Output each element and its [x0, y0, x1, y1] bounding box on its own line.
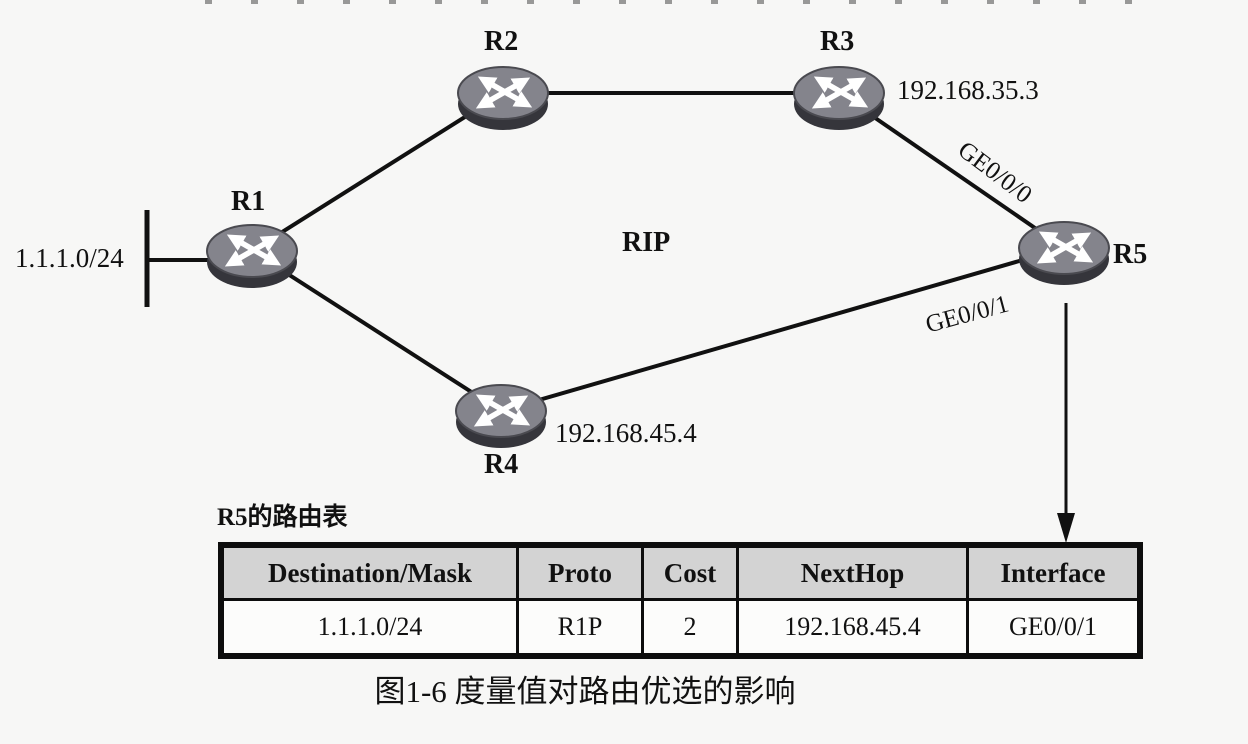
col-header-destination-mask: Destination/Mask: [220, 544, 519, 601]
col-header-interface: Interface: [966, 544, 1141, 601]
router-icon: [1018, 221, 1110, 285]
router-r4: [453, 375, 549, 453]
router-icon: [793, 66, 885, 130]
col-header-proto: Proto: [516, 544, 644, 601]
stub-network-label: 1.1.1.0/24: [15, 243, 124, 273]
routing-table-header-row: Destination/Mask Proto Cost NextHop Inte…: [220, 544, 1141, 601]
col-header-nexthop: NextHop: [736, 544, 969, 601]
arrow-down-connector: [1057, 303, 1075, 543]
link-r3-r5: [837, 91, 1066, 250]
ip-label-r3: 192.168.35.3: [897, 75, 1039, 105]
router-label-r5: R5: [1113, 239, 1148, 270]
router-icon: [455, 384, 547, 448]
link-r1-r2: [250, 91, 505, 253]
routing-table-title: R5的路由表: [217, 504, 348, 531]
scan-edge-artifact: [205, 0, 1135, 4]
router-r5: [1016, 212, 1112, 290]
router-icon: [206, 224, 298, 288]
router-icon: [457, 66, 549, 130]
routing-table: Destination/Mask Proto Cost NextHop Inte…: [218, 542, 1143, 659]
cell-interface: GE0/0/1: [966, 598, 1141, 657]
ip-label-r4: 192.168.45.4: [555, 418, 697, 448]
link-r1-r4: [250, 249, 503, 413]
protocol-label: RIP: [622, 227, 671, 258]
router-label-r3: R3: [820, 26, 855, 57]
router-r3: [791, 57, 887, 135]
router-label-r4: R4: [484, 449, 519, 480]
router-r2: [455, 57, 551, 135]
cell-nexthop: 192.168.45.4: [736, 598, 969, 657]
cell-cost: 2: [641, 598, 739, 657]
router-r1: [204, 215, 300, 293]
col-header-cost: Cost: [641, 544, 739, 601]
routing-table-row: 1.1.1.0/24 R1P 2 192.168.45.4 GE0/0/1: [220, 598, 1141, 657]
cell-proto: R1P: [516, 598, 644, 657]
arrowhead-icon: [1057, 513, 1075, 543]
cell-destination-mask: 1.1.1.0/24: [220, 598, 519, 657]
link-r4-r5: [500, 246, 1065, 413]
router-label-r2: R2: [484, 26, 519, 57]
router-label-r1: R1: [231, 186, 266, 217]
figure-caption: 图1-6 度量值对路由优选的影响: [374, 674, 796, 709]
